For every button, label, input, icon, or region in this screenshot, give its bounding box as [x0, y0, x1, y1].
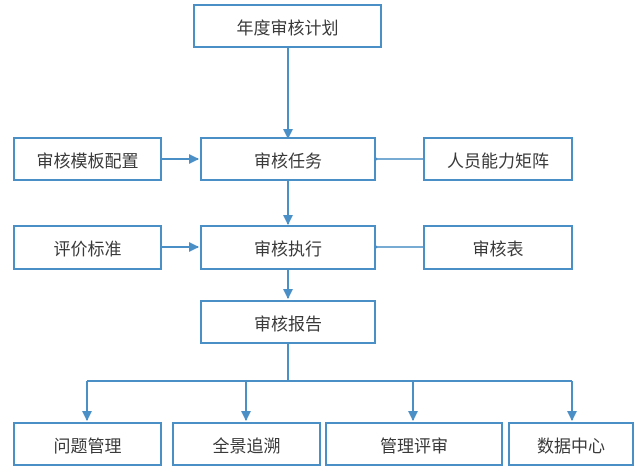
audit-execution-box: 审核执行 — [200, 225, 376, 270]
annual-audit-plan-box: 年度审核计划 — [193, 4, 382, 48]
evaluation-standard-box: 评价标准 — [13, 225, 162, 270]
management-review-box: 管理评审 — [325, 422, 503, 466]
panoramic-traceability-box: 全景追溯 — [172, 422, 321, 466]
audit-template-config-box: 审核模板配置 — [13, 137, 162, 181]
issue-management-box: 问题管理 — [13, 422, 162, 466]
audit-sheet-box: 审核表 — [423, 225, 573, 270]
data-center-box: 数据中心 — [508, 422, 634, 466]
audit-report-box: 审核报告 — [200, 300, 376, 344]
staff-capability-matrix-box: 人员能力矩阵 — [423, 137, 573, 181]
audit-task-box: 审核任务 — [200, 137, 376, 181]
